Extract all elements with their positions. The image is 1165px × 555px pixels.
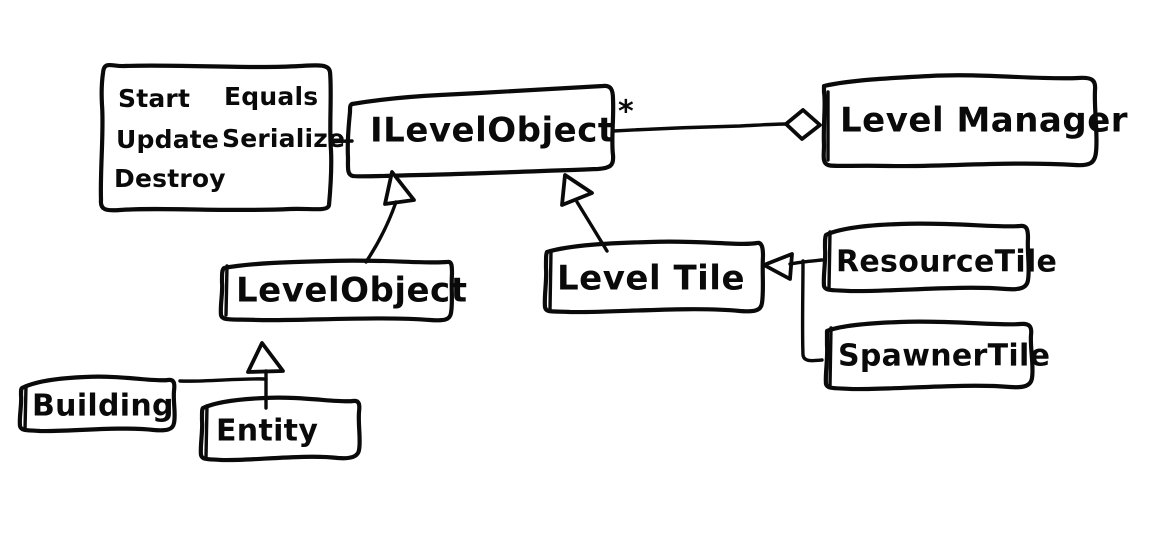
aggregation-line-levelmanager bbox=[611, 122, 788, 133]
generalization-line-leveltile bbox=[575, 200, 609, 253]
method-serialize: Serialize bbox=[222, 124, 345, 153]
interface-methods-note[interactable]: Start Equals Update Serialize Destroy bbox=[98, 62, 345, 213]
class-box-spawnertile[interactable]: SpawnerTile bbox=[823, 319, 1050, 392]
multiplicity-star: * bbox=[618, 95, 634, 130]
class-box-levelobject[interactable]: LevelObject bbox=[218, 258, 468, 323]
generalization-line-building bbox=[178, 377, 268, 383]
method-equals: Equals bbox=[224, 82, 318, 111]
generalization-line-levelobject bbox=[364, 200, 398, 264]
class-label-levelmanager: Level Manager bbox=[840, 101, 1128, 141]
class-label-ilevelobject: ILevelObject bbox=[370, 111, 615, 151]
generalization-arrowhead-levelobject bbox=[383, 170, 416, 206]
class-label-resourcetile: ResourceTile bbox=[836, 245, 1057, 280]
class-label-entity: Entity bbox=[216, 414, 318, 449]
generalization-arrowhead-leveltile bbox=[560, 173, 594, 207]
method-start: Start bbox=[118, 84, 190, 113]
class-label-leveltile: Level Tile bbox=[557, 259, 745, 299]
class-box-entity[interactable]: Entity bbox=[198, 395, 362, 463]
class-box-leveltile[interactable]: Level Tile bbox=[542, 239, 766, 315]
class-box-resourcetile[interactable]: ResourceTile bbox=[821, 221, 1057, 294]
class-label-levelobject: LevelObject bbox=[236, 271, 467, 311]
method-destroy: Destroy bbox=[114, 164, 226, 193]
generalization-line-spawnertile bbox=[800, 259, 824, 363]
generalization-arrowhead-leveltile-subclasses bbox=[762, 252, 794, 281]
class-box-ilevelobject[interactable]: ILevelObject bbox=[345, 83, 616, 179]
class-label-building: Building bbox=[32, 389, 174, 424]
class-label-spawnertile: SpawnerTile bbox=[838, 339, 1050, 374]
generalization-arrowhead-levelobject-subclasses bbox=[246, 341, 285, 374]
note-anchor-line bbox=[329, 139, 354, 144]
class-box-building[interactable]: Building bbox=[17, 374, 177, 434]
aggregation-diamond-icon bbox=[784, 108, 822, 141]
class-box-levelmanager[interactable]: Level Manager bbox=[821, 73, 1128, 169]
generalization-line-resourcetile bbox=[788, 258, 824, 266]
method-update: Update bbox=[116, 125, 219, 154]
